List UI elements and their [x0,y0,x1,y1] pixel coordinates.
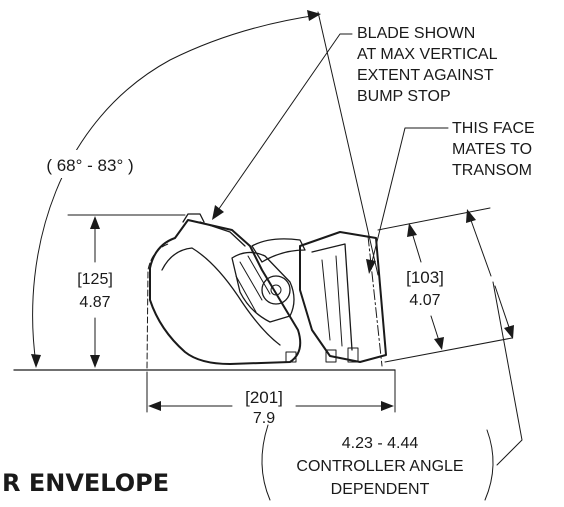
blade-note-line-4: BUMP STOP [357,88,451,105]
controller-dependent-label: DEPENDENT [331,481,430,498]
face-ext-line-bottom [384,337,513,363]
bracket-inner-face [311,243,353,351]
face-arrow-top [407,223,417,237]
mating-face-centerline [367,235,383,367]
mechanism-body [231,251,295,323]
bracket-rib-2 [335,255,343,347]
width-mm-label: [201] [245,388,283,407]
housing-inner-curve [161,247,281,346]
height-arrow-bottom [90,355,100,368]
controller-paren-left [261,424,271,501]
fastener-right [347,347,359,363]
mechanism-link-3 [235,275,257,313]
housing-shell [149,219,302,365]
mechanism-hub-center [270,284,282,296]
transom-bracket [299,231,387,363]
blade-note-line-3: EXTENT AGAINST [357,67,494,84]
angle-range-label: ( 68° - 83° ) [46,156,133,175]
face-note-leader [369,127,449,271]
blade-vertical-ref-line [317,11,379,276]
height-mm-label: [125] [77,271,113,288]
angle-label-bg [30,150,152,178]
controller-arrow-top [466,209,476,223]
controller-angle-label: CONTROLLER ANGLE [296,458,463,475]
face-ext-line-top [377,207,491,231]
height-arrow-top [90,216,100,229]
angle-arc [32,14,319,365]
bracket-rib [321,259,331,341]
motor-assembly [146,213,387,369]
face-note-line-1: THIS FACE [452,120,535,137]
width-arrow-left [148,401,161,411]
mechanism-link-1 [239,261,263,301]
fastener-mid [325,349,337,363]
width-arrow-right [381,401,394,411]
connecting-strut [251,238,306,263]
section-title: R ENVELOPE [2,469,169,497]
housing-hidden-outline [146,243,169,369]
blade-note-arrow [212,205,224,220]
controller-arrow-bottom [504,325,514,339]
housing-top-ridge [199,221,246,247]
blade-note-leader [213,33,353,217]
angle-arc-arrow-bottom [31,354,41,368]
controller-value-label: 4.23 - 4.44 [342,435,419,452]
blade-note-line-1: BLADE SHOWN [357,25,475,42]
blade-note-line-2: AT MAX VERTICAL [357,46,498,63]
controller-leader [492,281,523,466]
fastener-left [285,351,297,363]
controller-dim-line-top [467,211,492,277]
width-in-label: 7.9 [253,410,275,427]
face-mm-label: [103] [406,268,444,287]
housing-top-cap [182,213,205,223]
face-in-label: 4.07 [409,292,440,309]
controller-paren-right [484,429,494,501]
face-note-line-3: TRANSOM [452,162,532,179]
height-in-label: 4.87 [79,294,110,311]
angle-arc-arrow-top [307,10,321,21]
mechanism-hub [261,275,291,305]
face-arrow-bottom [434,337,444,350]
face-note-line-2: MATES TO [452,141,532,158]
mechanism-link-2 [247,255,271,295]
